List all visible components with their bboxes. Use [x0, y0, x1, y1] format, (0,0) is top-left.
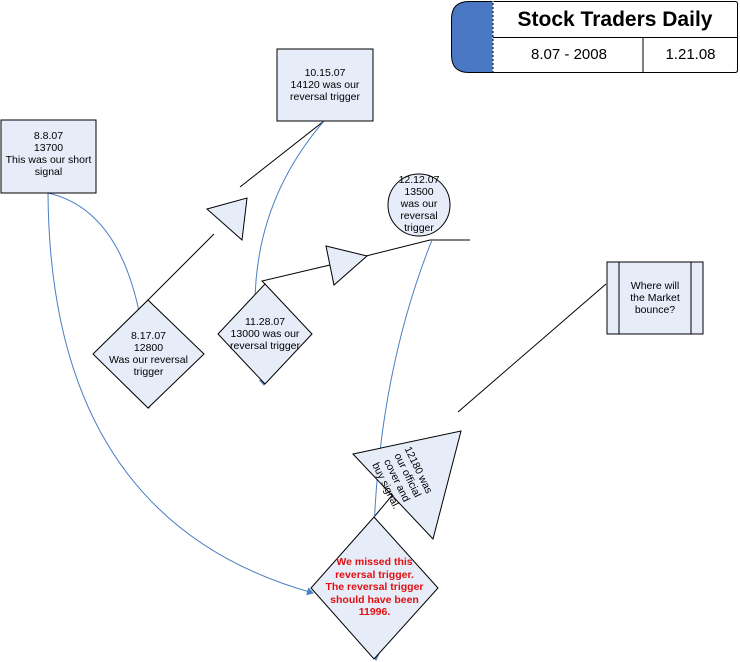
label-10-15-07: 10.15.07 14120 was our reversal trigger	[277, 67, 373, 103]
path-segment	[239, 120, 325, 188]
triangle-marker	[325, 245, 369, 286]
diamond-11-28-07	[217, 283, 313, 385]
diamond-8-17-07	[92, 299, 205, 409]
label-line: We missed this	[336, 556, 413, 568]
label-line: was our	[400, 198, 438, 210]
path-segment	[457, 283, 607, 413]
diamond-missed	[310, 516, 439, 660]
path-segment	[365, 239, 470, 257]
label-line: 10.15.07	[304, 67, 346, 79]
title-box-frame	[451, 1, 738, 73]
label-line: reversal trigger	[229, 340, 301, 352]
label-line: trigger	[133, 366, 164, 378]
arrow-8-8-to-missed	[47, 192, 314, 596]
label-line: This was our short	[5, 154, 92, 166]
box-market	[606, 261, 704, 335]
header-date: 1.21.08	[665, 46, 716, 63]
price-path	[147, 120, 607, 518]
label-line: the Market	[630, 292, 680, 304]
label-line: 13500	[404, 186, 434, 198]
label-line: bounce?	[634, 304, 676, 316]
label-line: Was our reversal	[109, 354, 188, 366]
label-line: 8.8.07	[33, 130, 64, 142]
label-line: 12800	[133, 342, 164, 354]
circle-12-12-07	[387, 173, 451, 237]
label-line: 8.17.07	[130, 330, 167, 342]
label-line: signal	[34, 166, 63, 178]
path-segment	[261, 264, 331, 285]
label-line: 12.12.07	[398, 174, 440, 186]
header-period: 8.07 - 2008	[531, 46, 607, 63]
label-12-12-07: 12.12.07 13500 was our reversal trigger	[388, 174, 450, 234]
label-line: 13700	[33, 142, 64, 154]
label-line: 11.28.07	[244, 316, 286, 328]
label-line: trigger	[404, 222, 434, 234]
label-line: 14120 was our	[290, 79, 360, 91]
label-line: Where will	[630, 280, 680, 292]
label-line: reversal trigger.	[335, 568, 414, 581]
path-segment	[147, 233, 215, 301]
header-title: Stock Traders Daily	[517, 8, 713, 31]
label-line: 11996.	[358, 606, 391, 618]
box-10-15-07	[276, 48, 374, 122]
box-8-8-07	[0, 119, 97, 194]
label-line: reversal trigger	[289, 91, 361, 103]
title-box: Stock Traders Daily 8.07 - 2008 1.21.08	[451, 1, 738, 73]
label-line: should have been	[330, 593, 419, 606]
triangle-marker	[205, 197, 248, 242]
label-line: The reversal trigger	[325, 581, 424, 593]
label-8-8-07: 8.8.07 13700 This was our short signal	[1, 130, 96, 178]
label-line: 13000 was our	[230, 328, 300, 340]
label-line: reversal	[400, 210, 438, 222]
label-market: Where will the Market bounce?	[619, 280, 691, 316]
label-missed: We missed this reversal trigger. The rev…	[311, 556, 438, 619]
label-8-17-07: 8.17.07 12800 Was our reversal trigger	[93, 330, 204, 378]
triangle-12180	[352, 430, 462, 541]
label-11-28-07: 11.28.07 13000 was our reversal trigger	[218, 316, 312, 352]
